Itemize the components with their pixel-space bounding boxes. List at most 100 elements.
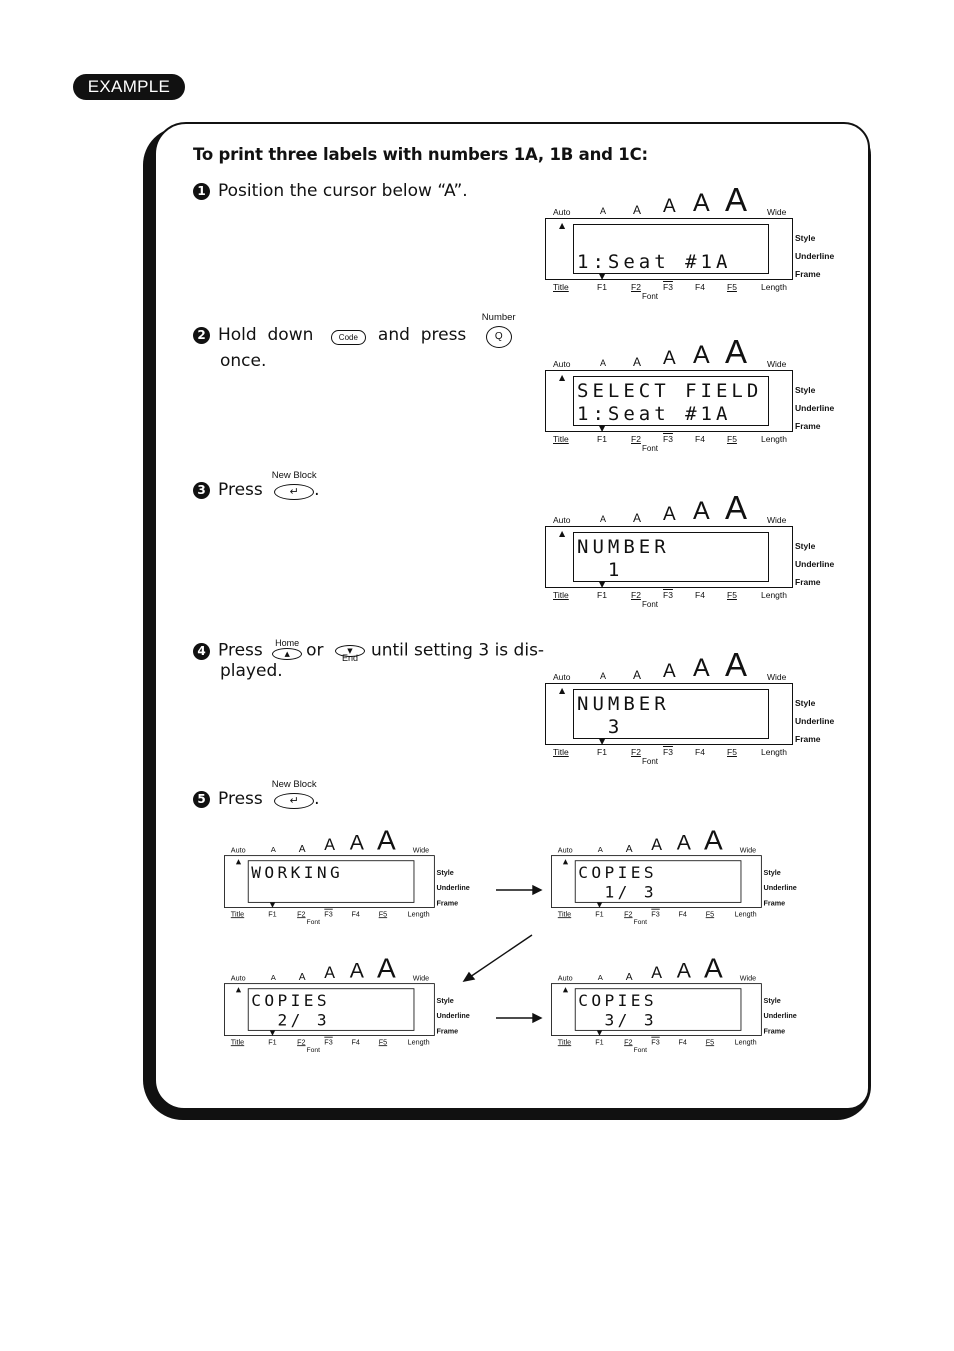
size-a4: A xyxy=(693,341,710,369)
lcd-line-1: COPIES xyxy=(578,863,657,883)
frame-label: Frame xyxy=(795,269,821,279)
length-label: Length xyxy=(761,434,787,444)
style-label: Style xyxy=(436,995,454,1005)
size-a2: A xyxy=(625,970,633,983)
size-a5: A xyxy=(377,951,396,984)
wide-label: Wide xyxy=(767,514,787,525)
size-a1: A xyxy=(600,514,607,524)
size-a3: A xyxy=(324,836,336,855)
indicator-down-icon: ▼ xyxy=(599,580,606,589)
size-a4: A xyxy=(676,958,691,983)
title-label: Title xyxy=(230,909,245,919)
title-label: Title xyxy=(553,434,569,444)
indicator-down-icon: ▼ xyxy=(599,737,606,746)
lcd-outer xyxy=(545,370,793,432)
length-label: Length xyxy=(734,909,757,919)
new-block-key-icon: New Block ↵ xyxy=(271,779,317,809)
auto-label: Auto xyxy=(557,845,573,854)
f5-label: F5 xyxy=(705,1037,715,1047)
size-a4: A xyxy=(693,189,710,217)
lcd-line-1: NUMBER xyxy=(577,536,670,558)
underline-label: Underline xyxy=(795,716,835,726)
step-number: 3 xyxy=(193,482,210,499)
lcd-screen xyxy=(247,988,415,1031)
font-label: Font xyxy=(642,292,659,301)
lcd-line-1: WORKING xyxy=(251,863,344,883)
lcd-line-2: 1 xyxy=(577,559,624,581)
f1-label: F1 xyxy=(597,282,607,292)
step-text: Press xyxy=(218,640,263,661)
lcd-line-2: 2/ 3 xyxy=(251,1011,330,1030)
style-label: Style xyxy=(795,233,816,243)
title-label: Title xyxy=(557,909,572,919)
indicator-down-icon: ▼ xyxy=(269,1029,276,1037)
f5-label: F5 xyxy=(378,909,388,919)
f2-label: F2 xyxy=(624,1037,633,1047)
size-a2: A xyxy=(298,970,306,983)
f3-label: F3 xyxy=(651,1037,660,1047)
size-a2: A xyxy=(633,511,642,525)
indicator-up-icon: ▲ xyxy=(559,373,566,382)
auto-label: Auto xyxy=(553,358,571,369)
size-a5: A xyxy=(725,646,748,683)
title-label: Title xyxy=(557,1037,572,1047)
wide-label: Wide xyxy=(739,973,757,982)
auto-label: Auto xyxy=(553,514,571,525)
f1-label: F1 xyxy=(268,909,277,919)
size-a3: A xyxy=(651,964,663,983)
size-a2: A xyxy=(625,842,633,855)
size-a3: A xyxy=(324,964,336,983)
frame-label: Frame xyxy=(795,734,821,744)
number-key-icon: Number Q xyxy=(482,312,516,348)
lcd-line-1: NUMBER xyxy=(577,693,670,715)
indicator-up-icon: ▲ xyxy=(235,985,242,994)
arrow-head-icon xyxy=(462,971,476,983)
size-a4: A xyxy=(349,958,364,983)
f1-label: F1 xyxy=(597,747,607,757)
arrow-diagonal-icon xyxy=(469,934,533,978)
lcd-line-2: 1:Seat #1A xyxy=(577,251,732,273)
lcd-line-2: 1/ 3 xyxy=(578,883,657,902)
wide-label: Wide xyxy=(767,358,787,369)
example-badge: EXAMPLE xyxy=(73,74,185,100)
font-label: Font xyxy=(306,1046,321,1054)
frame-label: Frame xyxy=(763,898,786,908)
f1-label: F1 xyxy=(268,1037,277,1047)
indicator-up-icon: ▲ xyxy=(559,529,566,538)
step-number: 5 xyxy=(193,791,210,808)
size-a2: A xyxy=(298,842,306,855)
example-heading: To print three labels with numbers 1A, 1… xyxy=(193,145,648,164)
size-a1: A xyxy=(600,671,607,681)
style-label: Style xyxy=(436,867,454,877)
f5-label: F5 xyxy=(727,282,737,292)
f3-label: F3 xyxy=(651,909,660,919)
f1-label: F1 xyxy=(595,1037,604,1047)
frame-label: Frame xyxy=(763,1026,786,1036)
font-label: Font xyxy=(642,600,659,609)
lcd-outer xyxy=(224,855,435,908)
example-frame xyxy=(154,122,870,1110)
f4-label: F4 xyxy=(351,909,360,919)
f3-label: F3 xyxy=(324,909,333,919)
lcd-screen xyxy=(574,860,742,903)
title-label: Title xyxy=(553,590,569,600)
f4-label: F4 xyxy=(351,1037,360,1047)
lcd-outer xyxy=(224,983,435,1036)
style-label: Style xyxy=(795,541,816,551)
f4-label: F4 xyxy=(678,1037,687,1047)
underline-label: Underline xyxy=(795,403,835,413)
f1-label: F1 xyxy=(595,909,604,919)
new-block-key-icon: New Block ↵ xyxy=(271,470,317,500)
lcd-line-2: 3/ 3 xyxy=(578,1011,657,1030)
underline-label: Underline xyxy=(795,559,835,569)
font-label: Font xyxy=(633,918,648,926)
font-label: Font xyxy=(642,444,659,453)
wide-label: Wide xyxy=(412,973,430,982)
lcd-screen xyxy=(573,224,769,274)
size-a1: A xyxy=(597,973,603,982)
